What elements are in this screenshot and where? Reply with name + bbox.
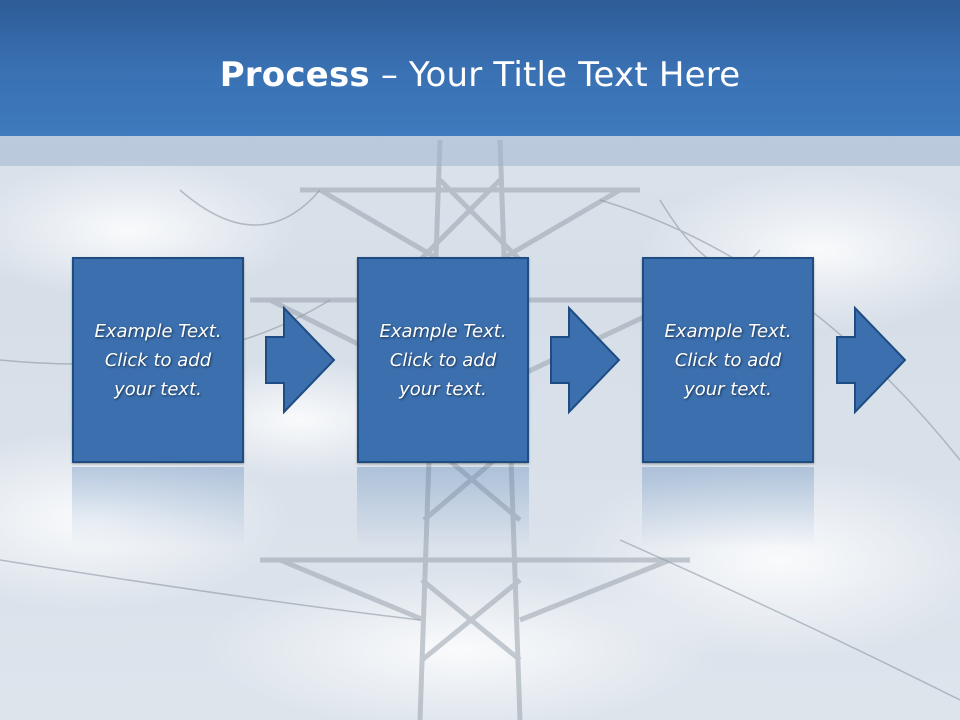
box-reflection <box>72 467 244 547</box>
slide-title[interactable]: Process – Your Title Text Here <box>0 52 960 98</box>
process-step-text: Example Text. Click to add your text. <box>664 320 792 400</box>
right-arrow-icon <box>265 305 336 415</box>
process-step-2[interactable]: Example Text. Click to add your text. <box>357 257 529 463</box>
slide-title-bold: Process <box>219 55 370 95</box>
process-step-text: Example Text. Click to add your text. <box>379 320 507 400</box>
process-step-1[interactable]: Example Text. Click to add your text. <box>72 257 244 463</box>
slide-title-rest: – Your Title Text Here <box>369 55 741 95</box>
box-reflection <box>642 467 814 547</box>
right-arrow-icon <box>836 305 907 415</box>
process-step-3[interactable]: Example Text. Click to add your text. <box>642 257 814 463</box>
title-underlay-strip <box>0 136 960 166</box>
right-arrow-icon <box>550 305 621 415</box>
title-bar <box>0 0 960 136</box>
process-step-text: Example Text. Click to add your text. <box>94 320 222 400</box>
box-reflection <box>357 467 529 547</box>
